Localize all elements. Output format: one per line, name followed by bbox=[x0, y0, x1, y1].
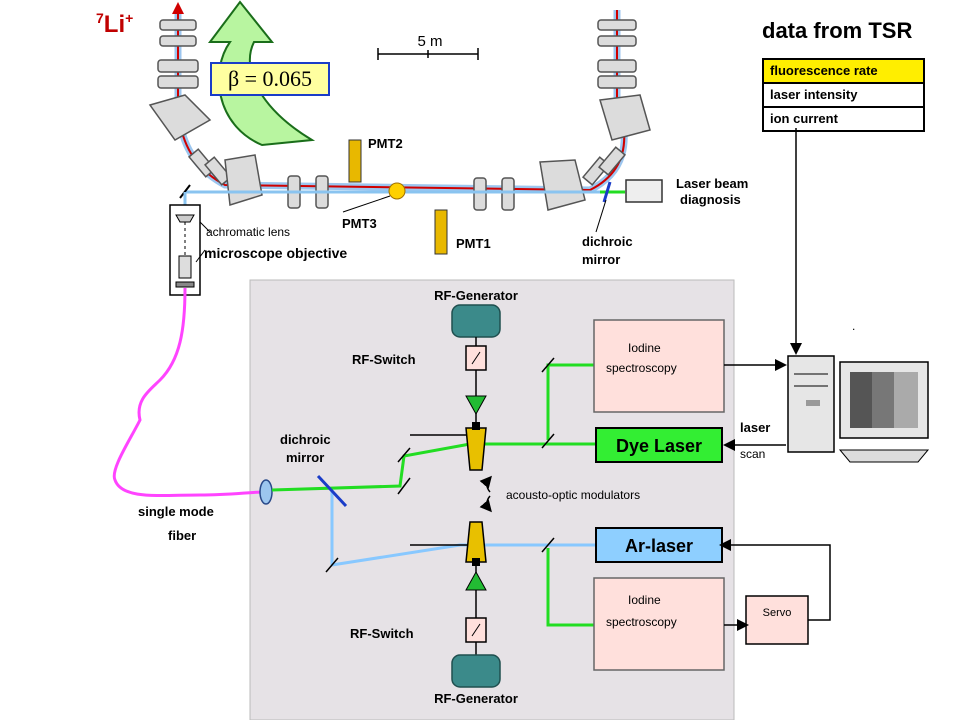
pmt2-label: PMT2 bbox=[368, 136, 403, 151]
laser-scan-label-2: scan bbox=[740, 447, 765, 461]
iodine-spectroscopy-bottom bbox=[593, 577, 725, 671]
ar-laser-box bbox=[595, 527, 723, 563]
ar-iodine-beam bbox=[546, 548, 600, 627]
beam-direction-arrow bbox=[208, 0, 316, 147]
microscope-objective-label: microscope objective bbox=[204, 245, 347, 261]
acousto-optic-modulator-bottom bbox=[465, 521, 487, 566]
rf-generator-bottom-label: RF-Generator bbox=[434, 691, 518, 706]
dichroic-mirror-top bbox=[602, 181, 612, 203]
rf-generator-top bbox=[451, 304, 501, 338]
tsr-row-laser-intensity: laser intensity bbox=[762, 82, 925, 108]
ion-charge: + bbox=[125, 10, 134, 26]
iodine-top-label-2: spectroscopy bbox=[606, 361, 677, 375]
rf-generator-top-label: RF-Generator bbox=[434, 288, 518, 303]
optics-mirrors bbox=[325, 357, 555, 573]
fiber-coupler bbox=[259, 479, 273, 505]
acousto-optic-modulator-top bbox=[465, 422, 487, 471]
pmt3-detector bbox=[388, 182, 406, 200]
iodine-bottom-label-1: Iodine bbox=[628, 593, 661, 607]
dot-marker: . bbox=[852, 319, 855, 333]
laser-diagnosis-label-2: diagnosis bbox=[680, 192, 741, 207]
dye-laser-label: Dye Laser bbox=[616, 436, 702, 456]
dichroic-mid-label-1: dichroic bbox=[280, 432, 331, 447]
fiber-label-1: single mode bbox=[138, 504, 214, 519]
dichroic-mid-label-2: mirror bbox=[286, 450, 324, 465]
ion-symbol: Li bbox=[103, 11, 126, 38]
achromatic-lens-label: achromatic lens bbox=[206, 225, 290, 239]
microscope-objective-assembly bbox=[169, 204, 211, 296]
ar-laser-beam bbox=[330, 490, 600, 567]
pmt1-detector bbox=[434, 209, 448, 255]
scale-bar bbox=[377, 48, 479, 60]
dichroic-top-label-1: dichroic bbox=[582, 234, 633, 249]
beta-label: β = 0.065 bbox=[210, 62, 330, 96]
computer-icon bbox=[787, 355, 930, 463]
table-row: ion current bbox=[762, 106, 925, 132]
table-row: laser intensity bbox=[762, 82, 925, 108]
single-mode-fiber bbox=[112, 287, 266, 498]
ion-species-label: 7Li+ bbox=[96, 10, 133, 39]
iodine-bottom-label-2: spectroscopy bbox=[606, 615, 677, 629]
table-row: fluorescence rate bbox=[762, 58, 925, 84]
rf-generator-bottom bbox=[451, 654, 501, 688]
laser-diagnosis-box bbox=[625, 179, 663, 203]
tsr-data-table: fluorescence rate laser intensity ion cu… bbox=[762, 58, 925, 132]
tsr-row-fluorescence: fluorescence rate bbox=[762, 58, 925, 84]
iodine-spectroscopy-top bbox=[593, 319, 725, 413]
laser-scan-label-1: laser bbox=[740, 420, 770, 435]
pmt2-detector bbox=[348, 139, 362, 183]
scale-label: 5 m bbox=[417, 33, 442, 50]
iodine-top-label-1: Iodine bbox=[628, 341, 661, 355]
dye-laser-box bbox=[595, 427, 723, 463]
servo-box bbox=[745, 595, 809, 645]
servo-label: Servo bbox=[763, 607, 792, 619]
rf-amplifier-bottom bbox=[465, 570, 487, 591]
rf-amplifier-top bbox=[465, 395, 487, 416]
ion-mass: 7 bbox=[96, 10, 104, 26]
pmt3-label: PMT3 bbox=[342, 216, 377, 231]
fiber-label-2: fiber bbox=[168, 528, 196, 543]
tsr-title: data from TSR bbox=[762, 18, 913, 43]
dichroic-mirror-mid bbox=[316, 474, 348, 508]
pmt1-label: PMT1 bbox=[456, 236, 491, 251]
laser-diagnosis-label-1: Laser beam bbox=[676, 176, 748, 191]
aom-label: acousto-optic modulators bbox=[506, 488, 640, 502]
rf-switch-top-label: RF-Switch bbox=[352, 352, 416, 367]
dichroic-top-label-2: mirror bbox=[582, 252, 620, 267]
tsr-row-ion-current: ion current bbox=[762, 106, 925, 132]
ar-laser-label: Ar-laser bbox=[625, 536, 693, 556]
rf-switch-bottom-label: RF-Switch bbox=[350, 626, 414, 641]
